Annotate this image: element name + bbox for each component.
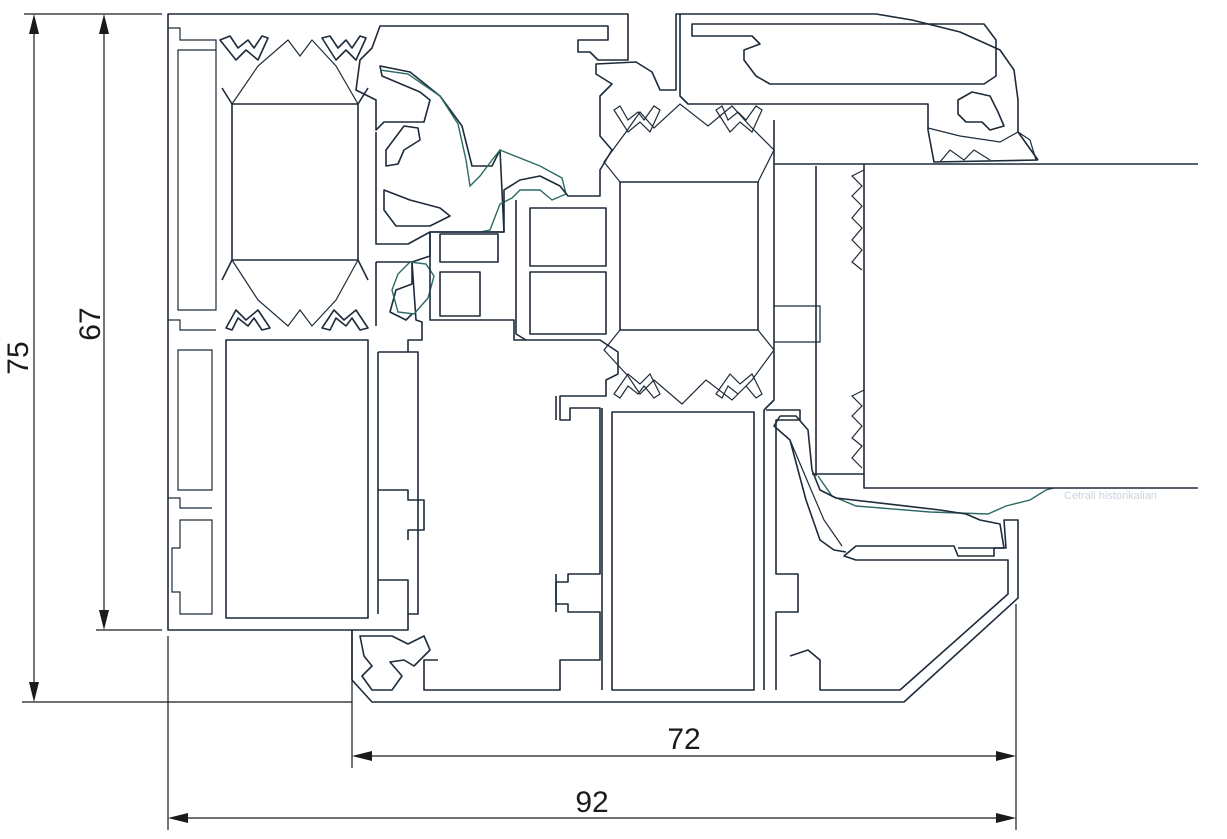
- glass-edge-teeth: [850, 169, 865, 469]
- sash-profile: [351, 13, 1039, 703]
- dimension-lines: 75 67 72 92: [2, 13, 1017, 830]
- sash-bottom-gasket: [359, 635, 431, 691]
- frame-chamber-diagonals: [231, 39, 359, 327]
- sash-outer-contour: [423, 13, 1039, 691]
- sash-main-chamber: [619, 181, 759, 331]
- frame-channel-a: [375, 125, 451, 245]
- frame-channel-b: [375, 261, 413, 326]
- glass-pane: [774, 127, 1198, 489]
- frame-left-clips: [168, 27, 217, 615]
- dimension-label-overall-height: 75: [2, 341, 35, 374]
- dim-arrow-75-bottom: [29, 682, 39, 702]
- dim-arrow-72-left: [352, 751, 372, 761]
- frame-lower-chamber: [225, 339, 369, 619]
- glazing-bead-inner: [789, 439, 843, 547]
- gasket-inner-lip: [479, 149, 567, 233]
- sash-bead-wall: [515, 120, 775, 411]
- sash-lower-walls: [555, 396, 801, 690]
- sash-small-chamber-3: [439, 233, 499, 317]
- gaskets: [379, 69, 1055, 515]
- sash-top-gasket: [957, 91, 1005, 131]
- gasket-lower: [391, 261, 435, 315]
- glass-unit-outline: [774, 163, 1198, 489]
- frame-outer-contour: [167, 13, 629, 631]
- dimension-label-sash-width: 72: [667, 723, 700, 756]
- sash-lower-chamber: [611, 411, 755, 691]
- glass-gasket-top: [927, 127, 1037, 163]
- extension-lines: [22, 13, 1017, 830]
- frame-profile: [167, 13, 629, 631]
- watermark-text: Cetrali historikalian: [1064, 490, 1157, 502]
- dim-arrow-72-right: [996, 751, 1016, 761]
- dim-arrow-67-bottom: [99, 610, 109, 630]
- frame-lower-web: [377, 351, 425, 614]
- dimension-label-frame-height: 67: [74, 307, 107, 340]
- sash-top-cap: [691, 23, 997, 85]
- frame-upper-chamber-web: [219, 35, 369, 331]
- dim-arrow-67-top: [99, 14, 109, 34]
- gasket-glazing-bottom: [817, 475, 1055, 515]
- sash-small-chamber-1: [529, 207, 607, 267]
- dim-arrow-75-top: [29, 14, 39, 34]
- glazing-bead: [773, 415, 1005, 553]
- glass-spacer: [774, 305, 821, 343]
- sash-top-edge: [679, 14, 1039, 163]
- dim-arrow-92-right: [996, 813, 1016, 823]
- sash-bottom-contour: [351, 519, 1019, 703]
- frame-left-face: [177, 49, 217, 491]
- sash-small-chamber-2: [529, 271, 607, 335]
- frame-upper-chamber: [231, 103, 359, 261]
- dim-arrow-92-left: [168, 813, 188, 823]
- sash-chamber-web: [603, 103, 775, 405]
- gasket-top: [379, 69, 501, 188]
- dimension-label-overall-width: 92: [575, 786, 608, 819]
